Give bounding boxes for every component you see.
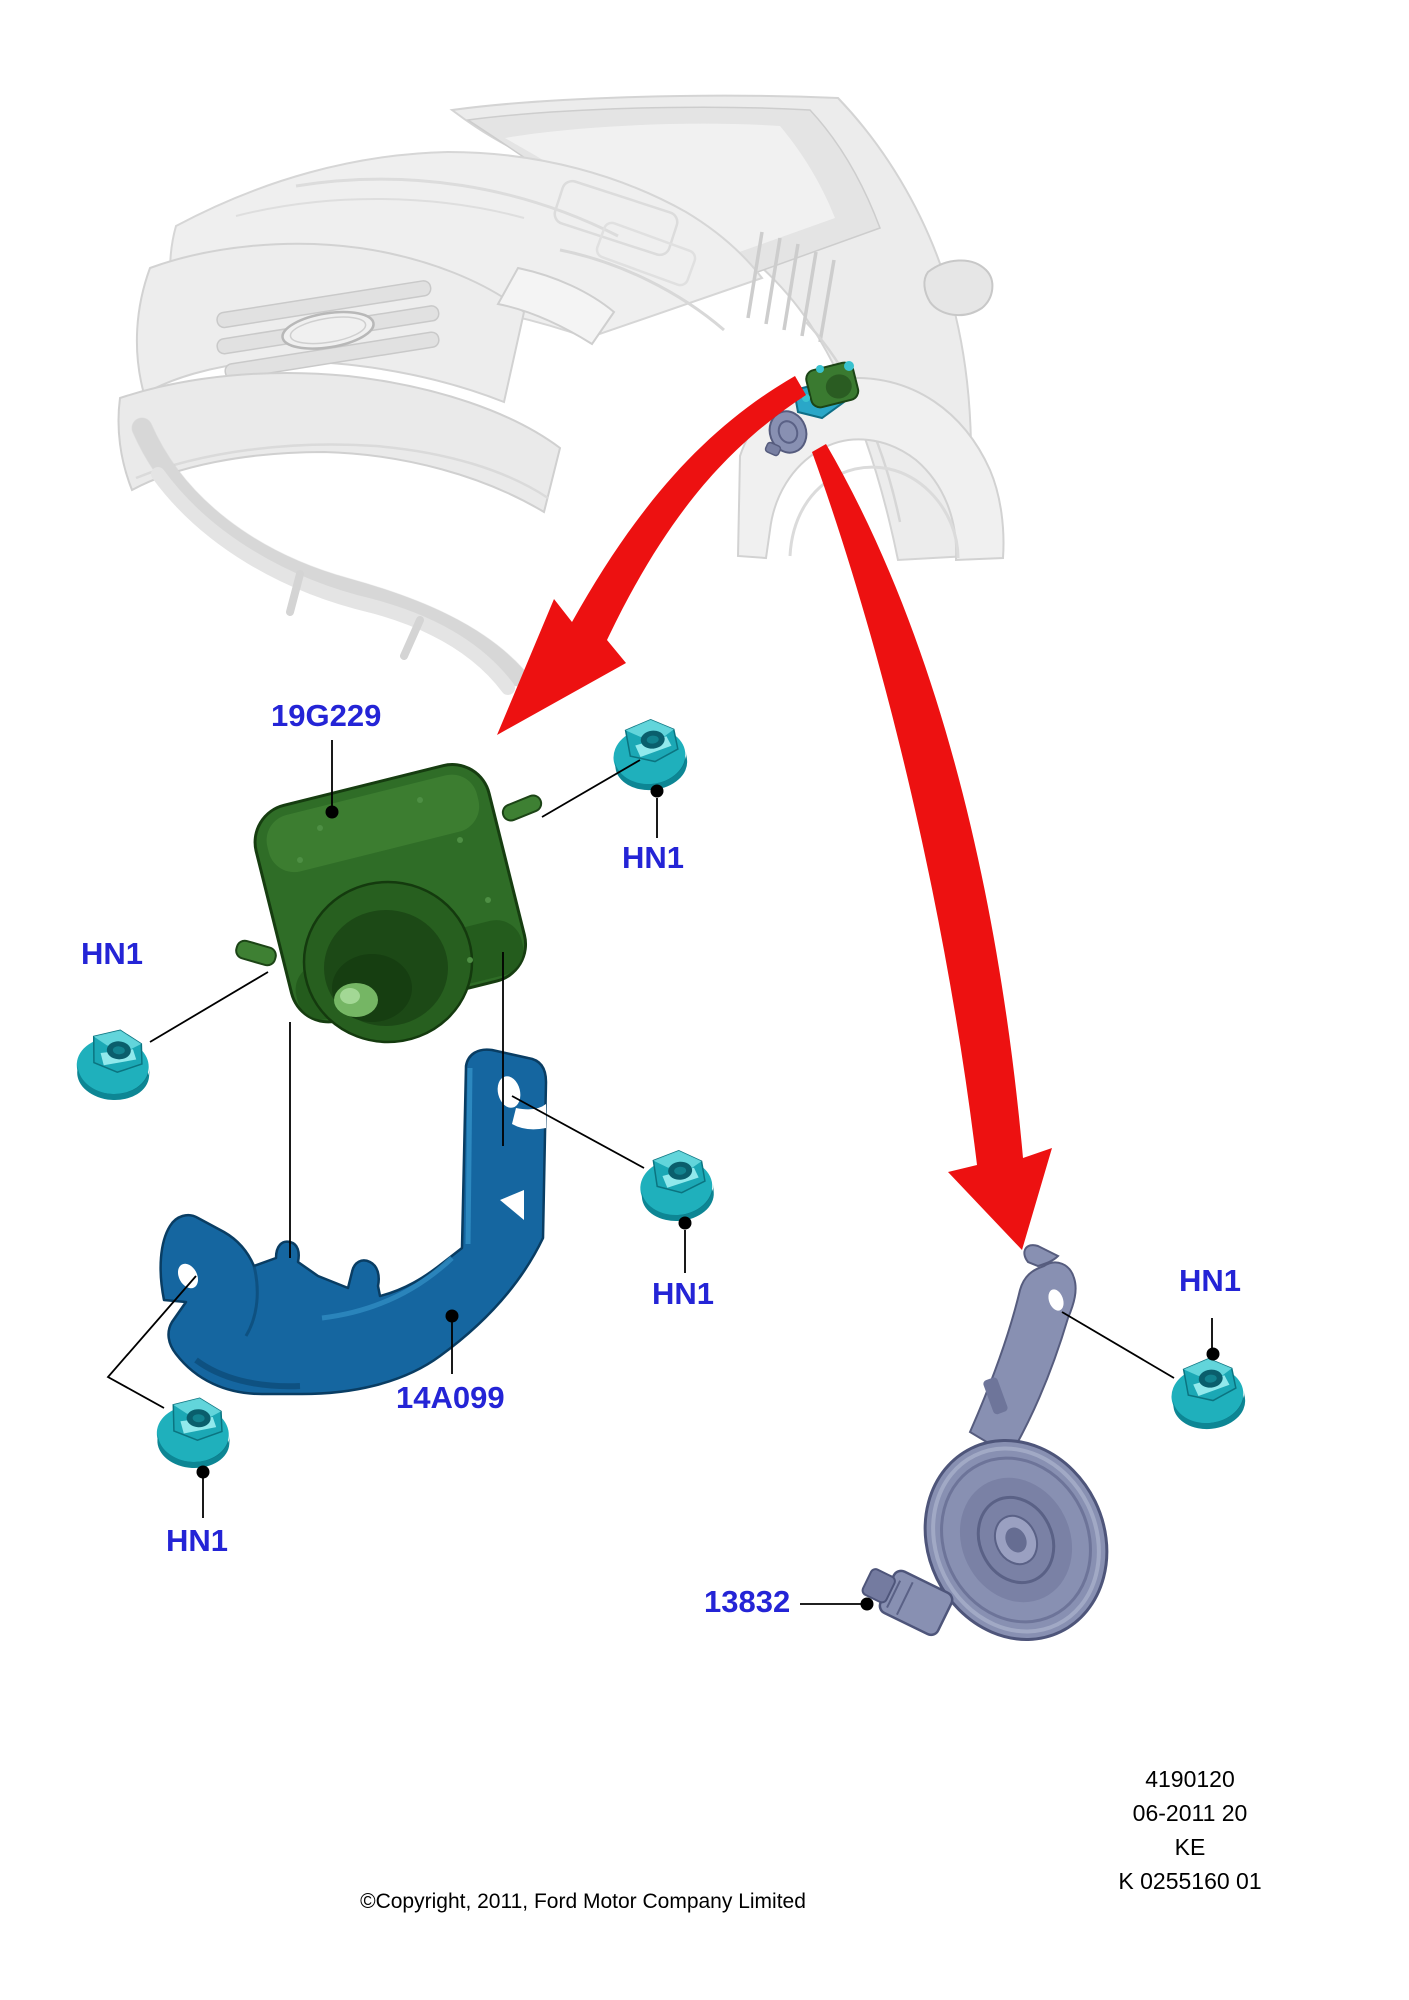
copyright-notice: ©Copyright, 2011, Ford Motor Company Lim…: [360, 1890, 806, 1913]
red-location-arrow-icon: [497, 376, 806, 735]
part-label-alarm-module: 19G229: [271, 698, 382, 733]
callout-dots: [196, 784, 1220, 1611]
part-label-nut-bottom-left: HN1: [166, 1523, 229, 1558]
part-label-nut-middle: HN1: [652, 1276, 715, 1311]
callout-lines: [106, 740, 1213, 1605]
drawing-number: 4190120: [1145, 1766, 1235, 1792]
flange-nut-illustration: [1167, 1354, 1249, 1434]
flange-nut-illustration: [637, 1147, 717, 1225]
drawing-code: KE: [1174, 1834, 1206, 1860]
flange-nut-illustration: [609, 715, 691, 795]
drawing-sheet-id: K 0255160 01: [1118, 1868, 1262, 1894]
vehicle-ghost-illustration: [117, 94, 1005, 695]
red-location-arrow-icon: [812, 444, 1052, 1250]
horn-illustration: [861, 1244, 1109, 1641]
flange-nut-illustration: [154, 1395, 233, 1471]
part-label-horn: 13832: [704, 1584, 791, 1619]
cowl-vents: [746, 231, 836, 343]
drawing-date: 06-2011 20: [1132, 1800, 1248, 1826]
drawing-reference-block: 4190120 06-2011 20 KE K 0255160 01: [1040, 1762, 1340, 1898]
part-label-nut-right: HN1: [1179, 1263, 1242, 1298]
in-vehicle-parts-location: [764, 361, 860, 457]
grille: [216, 280, 440, 380]
alarm-sounder-illustration: [235, 763, 543, 1044]
part-label-nut-left: HN1: [81, 936, 144, 971]
part-label-bracket: 14A099: [396, 1380, 505, 1415]
flange-nut-illustration: [73, 1026, 153, 1104]
part-label-nut-top: HN1: [622, 840, 685, 875]
mounting-bracket-illustration: [159, 1048, 548, 1396]
